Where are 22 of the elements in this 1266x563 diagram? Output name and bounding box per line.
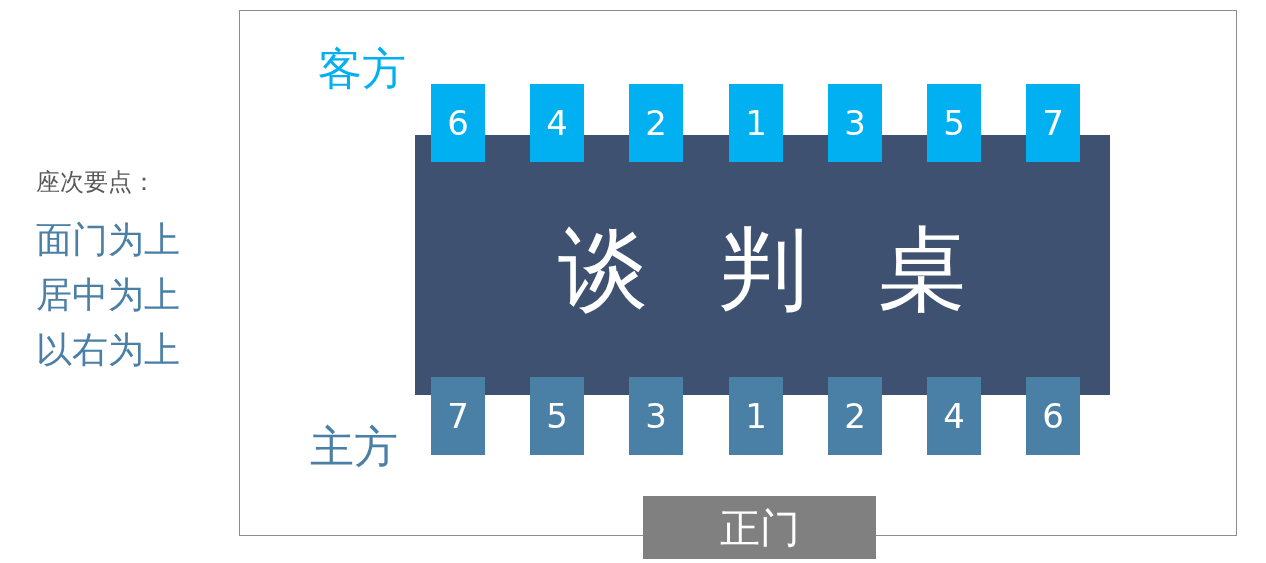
seat: 2 <box>828 377 882 455</box>
seating-rule: 以右为上 <box>36 332 180 368</box>
side-label: 客方 <box>318 47 406 91</box>
seating-rule: 面门为上 <box>36 222 180 258</box>
main-door: 正门 <box>643 496 876 559</box>
notes-heading: 座次要点： <box>36 170 156 194</box>
seat: 3 <box>828 84 882 162</box>
seat: 1 <box>729 84 783 162</box>
seating-rule: 居中为上 <box>36 277 180 313</box>
seat: 3 <box>629 377 683 455</box>
seat: 4 <box>927 377 981 455</box>
seat: 4 <box>530 84 584 162</box>
side-label: 主方 <box>310 425 398 469</box>
seat: 6 <box>431 84 485 162</box>
table-label: 谈判桌 <box>557 224 1038 314</box>
seat: 5 <box>927 84 981 162</box>
seat: 7 <box>1026 84 1080 162</box>
seat: 2 <box>629 84 683 162</box>
seat: 1 <box>729 377 783 455</box>
seat: 6 <box>1026 377 1080 455</box>
seat: 7 <box>431 377 485 455</box>
seat: 5 <box>530 377 584 455</box>
